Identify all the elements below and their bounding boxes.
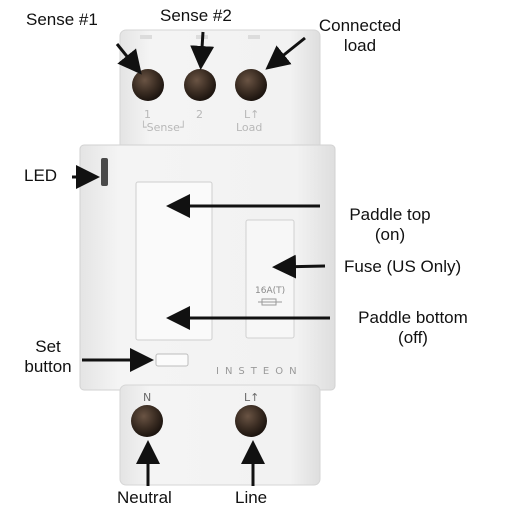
terminal-2-label: 2 [196, 108, 203, 121]
arrow-sense1 [115, 43, 142, 75]
callout-paddle-top-line2: (on) [374, 225, 406, 244]
brand-name: INSTEON [216, 366, 303, 377]
callout-paddle-bottom-line2: (off) [398, 328, 428, 347]
callout-sense1: Sense #1 [26, 10, 98, 29]
led [101, 158, 108, 186]
terminal-sense1 [132, 69, 164, 101]
callout-line: Line [235, 488, 268, 507]
arrow-sense2 [190, 31, 215, 70]
callout-connected-load-line1: Connected [318, 16, 402, 35]
line-terminal-label: L↑ [244, 391, 260, 404]
paddle[interactable] [135, 181, 213, 341]
callout-paddle-top-line1: Paddle top [349, 205, 431, 224]
fuse-rating: 16A(T) [255, 286, 286, 296]
callout-paddle-bottom: Paddle bottom (off) [333, 308, 493, 348]
callout-set-button-line1: Set [35, 337, 61, 356]
arrow-load [265, 36, 306, 70]
fuse-window [245, 219, 295, 339]
arrow-fuse [272, 254, 326, 279]
callout-neutral: Neutral [117, 488, 172, 507]
neutral-terminal-label: N [143, 391, 152, 404]
terminal-load [235, 69, 267, 101]
sense-group-label: └Sense┘ [140, 121, 187, 134]
callout-led: LED [24, 166, 58, 185]
callout-fuse: Fuse (US Only) [344, 257, 462, 276]
load-label: Load [236, 121, 263, 134]
callout-paddle-top: Paddle top (on) [330, 205, 450, 245]
terminal-line [235, 405, 267, 437]
callout-connected-load: Connected load [305, 16, 415, 56]
callout-connected-load-line2: load [343, 36, 377, 55]
callout-paddle-bottom-line1: Paddle bottom [358, 308, 468, 327]
callout-set-button: Set button [20, 337, 76, 377]
terminal-sense2 [184, 69, 216, 101]
terminal-load-symbol: L↑ [244, 108, 260, 121]
set-button[interactable] [155, 353, 189, 367]
callout-sense2: Sense #2 [160, 6, 232, 25]
terminal-1-label: 1 [144, 108, 151, 121]
terminal-neutral [131, 405, 163, 437]
callout-set-button-line2: button [24, 357, 72, 376]
